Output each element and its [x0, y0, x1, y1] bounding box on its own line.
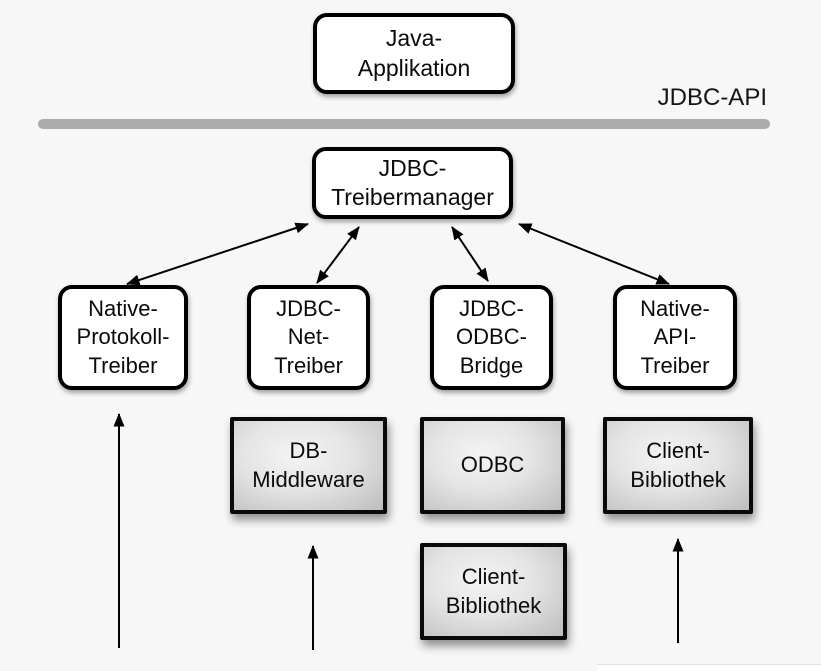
jdbc-api-layer-label: JDBC-API — [657, 84, 767, 111]
node-db-middleware: DB- Middleware — [230, 417, 387, 514]
edge-manager-jdbc-net — [316, 226, 360, 284]
partially-visible-box — [597, 664, 821, 671]
node-jdbc-odbc-bridge: JDBC- ODBC- Bridge — [430, 285, 553, 390]
node-jdbc-treibermanager: JDBC- Treibermanager — [312, 147, 513, 219]
node-jdbc-net-treiber: JDBC- Net- Treiber — [247, 285, 370, 390]
jdbc-api-divider-line — [38, 119, 770, 129]
edge-manager-native-protokoll — [126, 222, 309, 286]
node-client-bibliothek-native: Client- Bibliothek — [603, 417, 753, 514]
edge-manager-native-api — [518, 223, 670, 285]
node-java-applikation: Java- Applikation — [313, 13, 515, 94]
node-native-api-treiber: Native- API- Treiber — [613, 285, 737, 390]
node-native-protokoll-treiber: Native- Protokoll- Treiber — [58, 285, 188, 390]
edge-manager-jdbc-odbc — [451, 226, 489, 282]
node-odbc: ODBC — [420, 417, 565, 514]
node-client-bibliothek-odbc: Client- Bibliothek — [420, 543, 567, 640]
